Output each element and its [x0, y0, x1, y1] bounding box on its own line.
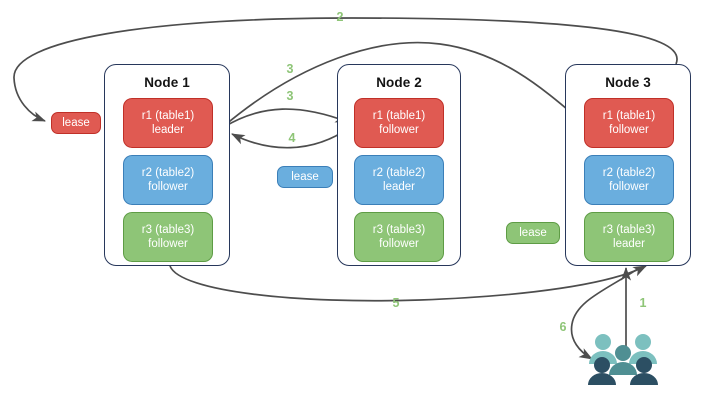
- replica-role: leader: [152, 124, 184, 136]
- replica-name: r3 (table3): [141, 224, 195, 236]
- lease-label: lease: [519, 227, 547, 239]
- step-label-1: 1: [639, 296, 647, 310]
- replica-role: follower: [379, 238, 419, 250]
- lease-chip-red[interactable]: lease: [51, 112, 101, 134]
- replica-box-r1[interactable]: r1 (table1) follower: [354, 98, 444, 148]
- node-container-2[interactable]: Node 2 r1 (table1) follower r2 (table2) …: [337, 64, 461, 266]
- node-title: Node 2: [376, 75, 422, 90]
- replica-role: follower: [379, 124, 419, 136]
- step-label-3a: 3: [286, 62, 294, 76]
- step-label-3b: 3: [286, 89, 294, 103]
- node-container-3[interactable]: Node 3 r1 (table1) follower r2 (table2) …: [565, 64, 691, 266]
- replica-name: r1 (table1): [141, 110, 195, 122]
- lease-chip-blue[interactable]: lease: [277, 166, 333, 188]
- node-title: Node 1: [144, 75, 190, 90]
- replica-role: follower: [609, 124, 649, 136]
- lease-label: lease: [62, 117, 90, 129]
- step-label-2: 2: [336, 10, 344, 24]
- edge-step-5: [169, 265, 647, 302]
- replica-role: follower: [609, 181, 649, 193]
- replica-box-r3[interactable]: r3 (table3) leader: [584, 212, 674, 262]
- users-group-icon: [588, 334, 658, 385]
- replica-box-r3[interactable]: r3 (table3) follower: [354, 212, 444, 262]
- replica-box-r1[interactable]: r1 (table1) leader: [123, 98, 213, 148]
- replica-box-r2[interactable]: r2 (table2) follower: [584, 155, 674, 205]
- replica-name: r2 (table2): [141, 167, 195, 179]
- replica-role: follower: [148, 181, 188, 193]
- replica-name: r2 (table2): [372, 167, 426, 179]
- replica-name: r1 (table1): [602, 110, 656, 122]
- replica-box-r3[interactable]: r3 (table3) follower: [123, 212, 213, 262]
- edge-step-3-short: [223, 108, 349, 128]
- replica-name: r1 (table1): [372, 110, 426, 122]
- lease-label: lease: [291, 171, 319, 183]
- replica-role: follower: [148, 238, 188, 250]
- replica-role: leader: [613, 238, 645, 250]
- node-container-1[interactable]: Node 1 r1 (table1) leader r2 (table2) fo…: [104, 64, 230, 266]
- replica-name: r3 (table3): [372, 224, 426, 236]
- replica-name: r3 (table3): [602, 224, 656, 236]
- replica-box-r2[interactable]: r2 (table2) leader: [354, 155, 444, 205]
- replica-role: leader: [383, 181, 415, 193]
- replica-box-r1[interactable]: r1 (table1) follower: [584, 98, 674, 148]
- step-label-4: 4: [288, 131, 296, 145]
- replica-box-r2[interactable]: r2 (table2) follower: [123, 155, 213, 205]
- replica-name: r2 (table2): [602, 167, 656, 179]
- step-label-5: 5: [392, 296, 400, 310]
- step-label-6: 6: [559, 320, 567, 334]
- node-title: Node 3: [605, 75, 651, 90]
- lease-chip-green[interactable]: lease: [506, 222, 560, 244]
